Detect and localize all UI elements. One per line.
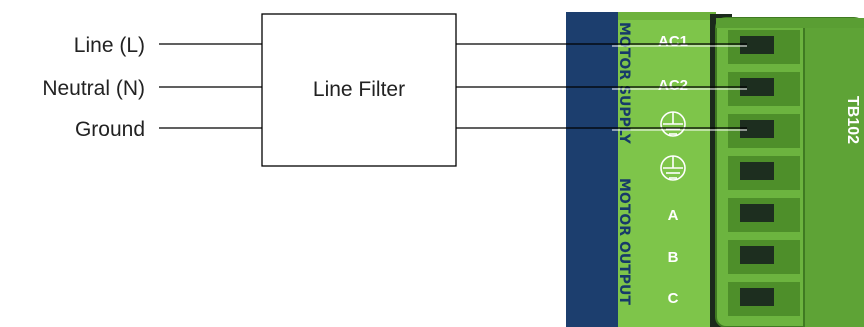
label-strip [618, 12, 716, 327]
socket-5 [728, 198, 800, 232]
terminal-label-a: A [668, 207, 679, 224]
terminal-label-ac1: AC1 [658, 33, 688, 50]
motor-output-label: MOTOR OUTPUT [616, 178, 632, 305]
wire-neutral-out [456, 86, 747, 90]
terminal-label-c: C [668, 290, 679, 307]
wire-line-out [456, 43, 747, 47]
wire-ground-out [456, 127, 747, 131]
socket-3 [728, 114, 800, 148]
terminal-label-ac2: AC2 [658, 77, 688, 94]
board-edge [566, 12, 618, 327]
motor-supply-label: MOTOR SUPPLY [616, 22, 632, 145]
input-label-line: Line (L) [74, 34, 145, 57]
input-label-neutral: Neutral (N) [42, 77, 145, 100]
socket-4 [728, 156, 800, 190]
ground-symbol-icon [660, 155, 686, 181]
socket-7 [728, 282, 800, 316]
socket-2 [728, 72, 800, 106]
block-id-label: TB102 [844, 96, 861, 144]
ground-symbol-icon [660, 111, 686, 137]
terminal-block-illustration: MOTOR SUPPLY MOTOR OUTPUT AC1 AC2 A B C … [566, 12, 864, 327]
socket-1 [728, 30, 800, 64]
socket-6 [728, 240, 800, 274]
line-filter-box [261, 13, 457, 167]
terminal-label-b: B [668, 249, 679, 266]
line-filter-label: Line Filter [313, 78, 405, 101]
input-label-ground: Ground [75, 118, 145, 141]
